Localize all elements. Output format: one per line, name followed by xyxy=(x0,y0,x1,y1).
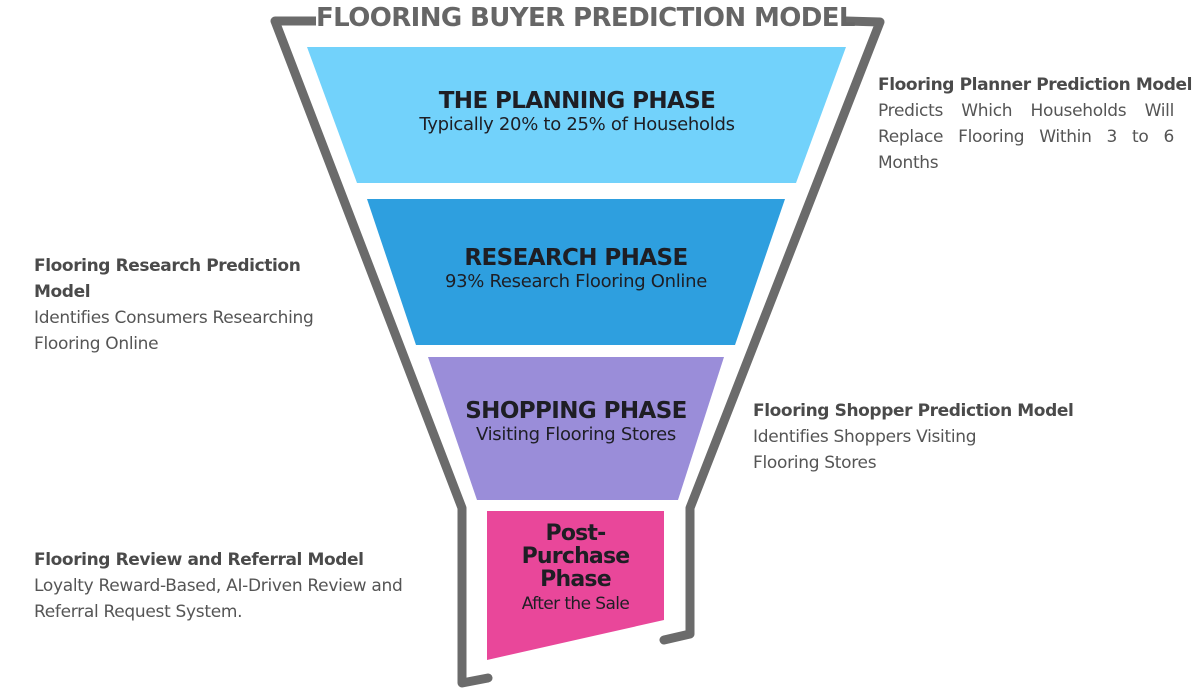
stage-shopping-shape xyxy=(428,357,724,500)
stage-shopping-title: SHOPPING PHASE xyxy=(465,398,687,424)
note-research-title: Flooring Research Prediction Model xyxy=(34,256,301,302)
diagram-title: FLOORING BUYER PREDICTION MODEL xyxy=(316,2,855,34)
note-planner-body: Predicts Which Households Will Replace F… xyxy=(878,101,1174,173)
stage-shopping: SHOPPING PHASE Visiting Flooring Stores xyxy=(428,398,724,446)
stage-post-purchase: Post- Purchase Phase After the Sale xyxy=(487,522,664,615)
note-research-body: Identifies Consumers Researching Floorin… xyxy=(34,308,314,354)
note-review-body: Loyalty Reward-Based, AI-Driven Review a… xyxy=(34,576,403,622)
stage-planning-shape xyxy=(307,47,846,183)
stage-planning: THE PLANNING PHASE Typically 20% to 25% … xyxy=(357,88,797,136)
note-review-title: Flooring Review and Referral Model xyxy=(34,550,364,570)
stage-research-shape xyxy=(367,199,785,345)
note-planner-title: Flooring Planner Prediction Model xyxy=(878,75,1193,95)
note-planner-model: Flooring Planner Prediction Model Predic… xyxy=(878,72,1193,176)
stage-research-title: RESEARCH PHASE xyxy=(464,245,688,271)
stage-planning-title: THE PLANNING PHASE xyxy=(438,88,716,114)
funnel-frame-left xyxy=(270,16,493,688)
note-shopper-body: Identifies Shoppers Visiting Flooring St… xyxy=(753,427,977,473)
stage-post-purchase-title-line-2: Purchase xyxy=(521,544,631,569)
stage-research-subtitle: 93% Research Flooring Online xyxy=(444,271,707,292)
stage-research: RESEARCH PHASE 93% Research Flooring Onl… xyxy=(376,245,776,293)
note-research-model: Flooring Research Prediction Model Ident… xyxy=(34,253,334,357)
stage-shopping-subtitle: Visiting Flooring Stores xyxy=(475,424,676,445)
note-review-model: Flooring Review and Referral Model Loyal… xyxy=(34,547,414,625)
note-shopper-model: Flooring Shopper Prediction Model Identi… xyxy=(753,398,1074,476)
stage-post-purchase-title-line-3: Phase xyxy=(540,567,611,592)
stage-post-purchase-shape xyxy=(487,511,664,660)
funnel-frame-right xyxy=(659,16,885,645)
stage-post-purchase-title-line-1: Post- xyxy=(545,521,607,546)
note-shopper-title: Flooring Shopper Prediction Model xyxy=(753,401,1074,421)
stage-planning-subtitle: Typically 20% to 25% of Households xyxy=(419,114,735,135)
stage-post-purchase-subtitle: After the Sale xyxy=(521,594,630,614)
